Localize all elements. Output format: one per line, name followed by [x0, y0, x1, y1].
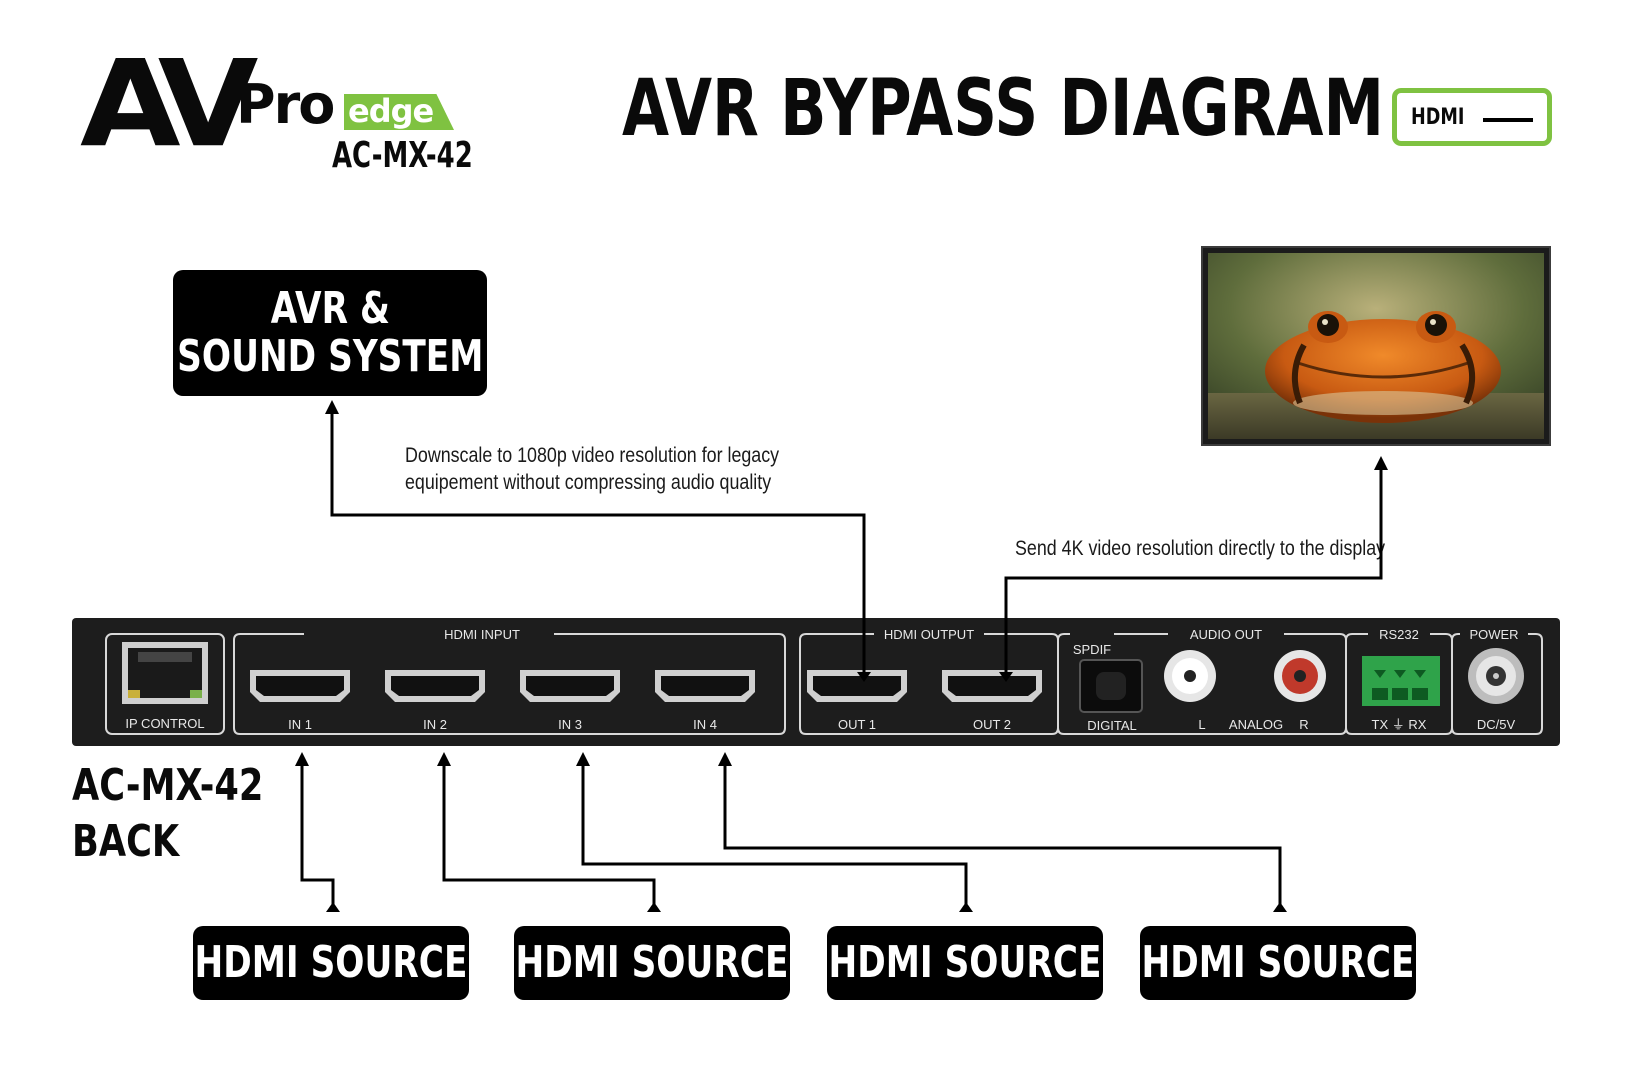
line-source4-to-in4	[723, 760, 1282, 910]
note-avr-line2: equipement without compressing audio qua…	[405, 471, 772, 494]
avr-sound-system-box: AVR & SOUND SYSTEM	[173, 270, 487, 396]
audio-analog-label: ANALOG	[1229, 717, 1283, 732]
rs232-frame	[1345, 633, 1453, 735]
hdmi-source-box-1: HDMI SOURCE	[193, 926, 469, 1000]
arrow-source2-end	[647, 902, 661, 912]
hdmi-source-label-2: HDMI SOURCE	[515, 936, 789, 988]
arrow-out2-end	[999, 672, 1013, 682]
device-back-panel: IP CONTROL HDMI INPUT IN 1 IN 2 IN 3 IN …	[72, 618, 1560, 746]
spdif-label: SPDIF	[1073, 642, 1111, 657]
line-source3-to-in3	[581, 760, 968, 910]
spdif-optical-port-icon	[1079, 659, 1143, 713]
page-title: AVR BYPASS DIAGRAM	[622, 64, 1384, 154]
spdif-frame	[1057, 633, 1164, 735]
arrow-in3	[576, 752, 590, 766]
arrow-display	[1374, 456, 1388, 470]
hdmi-source-box-2: HDMI SOURCE	[514, 926, 790, 1000]
legend-box: HDMI	[1392, 88, 1552, 146]
hdmi-source-label-1: HDMI SOURCE	[194, 936, 468, 988]
rs232-label: RS232	[1379, 627, 1419, 642]
legend-hdmi-line	[1483, 118, 1533, 122]
input-label-1: IN 1	[288, 717, 312, 732]
audio-l-label: L	[1198, 717, 1205, 732]
device-back-label: AC-MX-42 BACK	[72, 758, 263, 870]
note-display: Send 4K video resolution directly to the…	[1015, 537, 1386, 560]
rca-right-port-icon	[1274, 650, 1326, 702]
brand-logo-av: AV	[80, 33, 258, 174]
power-spec-label: DC/5V	[1477, 717, 1516, 732]
line-source2-to-in2	[442, 760, 656, 910]
arrow-source3-end	[959, 902, 973, 912]
avr-label-line2: SOUND SYSTEM	[176, 331, 484, 382]
hdmi-source-box-4: HDMI SOURCE	[1140, 926, 1416, 1000]
arrow-in4	[718, 752, 732, 766]
arrow-avr	[325, 400, 339, 414]
brand-logo-edge: edge	[344, 94, 454, 130]
display-frog-image	[1208, 253, 1544, 439]
audio-r-label: R	[1299, 717, 1308, 732]
ip-control-label: IP CONTROL	[125, 716, 204, 731]
display-tv	[1201, 246, 1551, 446]
arrow-source4-end	[1273, 902, 1287, 912]
note-avr: Downscale to 1080p video resolution for …	[405, 442, 779, 496]
hdmi-output-label: HDMI OUTPUT	[884, 627, 974, 642]
hdmi-input-label: HDMI INPUT	[444, 627, 520, 642]
power-frame	[1451, 633, 1543, 735]
ethernet-port-icon	[122, 642, 208, 704]
audio-out-label: AUDIO OUT	[1190, 627, 1262, 642]
hdmi-output-frame	[799, 633, 1059, 735]
note-avr-line1: Downscale to 1080p video resolution for …	[405, 444, 780, 467]
back-label-model: AC-MX-42	[72, 760, 264, 811]
input-label-3: IN 3	[558, 717, 582, 732]
avr-label-line1: AVR &	[270, 282, 390, 334]
power-label: POWER	[1469, 627, 1518, 642]
hdmi-input-frame	[233, 633, 786, 735]
line-source1-to-in1	[300, 760, 335, 910]
rca-left-port-icon	[1164, 650, 1216, 702]
arrow-out1-end	[857, 672, 871, 682]
rs232-pins-label: TX ⏚ RX	[1372, 717, 1427, 732]
hdmi-source-label-3: HDMI SOURCE	[828, 936, 1102, 988]
input-label-4: IN 4	[693, 717, 717, 732]
arrow-in2	[437, 752, 451, 766]
brand-logo-pro: Pro	[236, 73, 335, 136]
ip-control-frame	[105, 633, 225, 735]
arrow-source1-end	[326, 902, 340, 912]
brand-model-number: AC-MX-42	[332, 135, 473, 176]
back-label-back: BACK	[72, 816, 180, 867]
line-out1-to-avr	[330, 410, 866, 680]
legend-label: HDMI	[1411, 104, 1465, 130]
digital-label: DIGITAL	[1087, 718, 1137, 733]
line-out2-to-display	[1004, 466, 1383, 680]
input-label-2: IN 2	[423, 717, 447, 732]
hdmi-source-label-4: HDMI SOURCE	[1141, 936, 1415, 988]
rs232-terminal-icon	[1362, 656, 1440, 706]
output-label-1: OUT 1	[838, 717, 876, 732]
output-label-2: OUT 2	[973, 717, 1011, 732]
hdmi-source-box-3: HDMI SOURCE	[827, 926, 1103, 1000]
power-jack-icon	[1468, 648, 1524, 704]
arrow-in1	[295, 752, 309, 766]
